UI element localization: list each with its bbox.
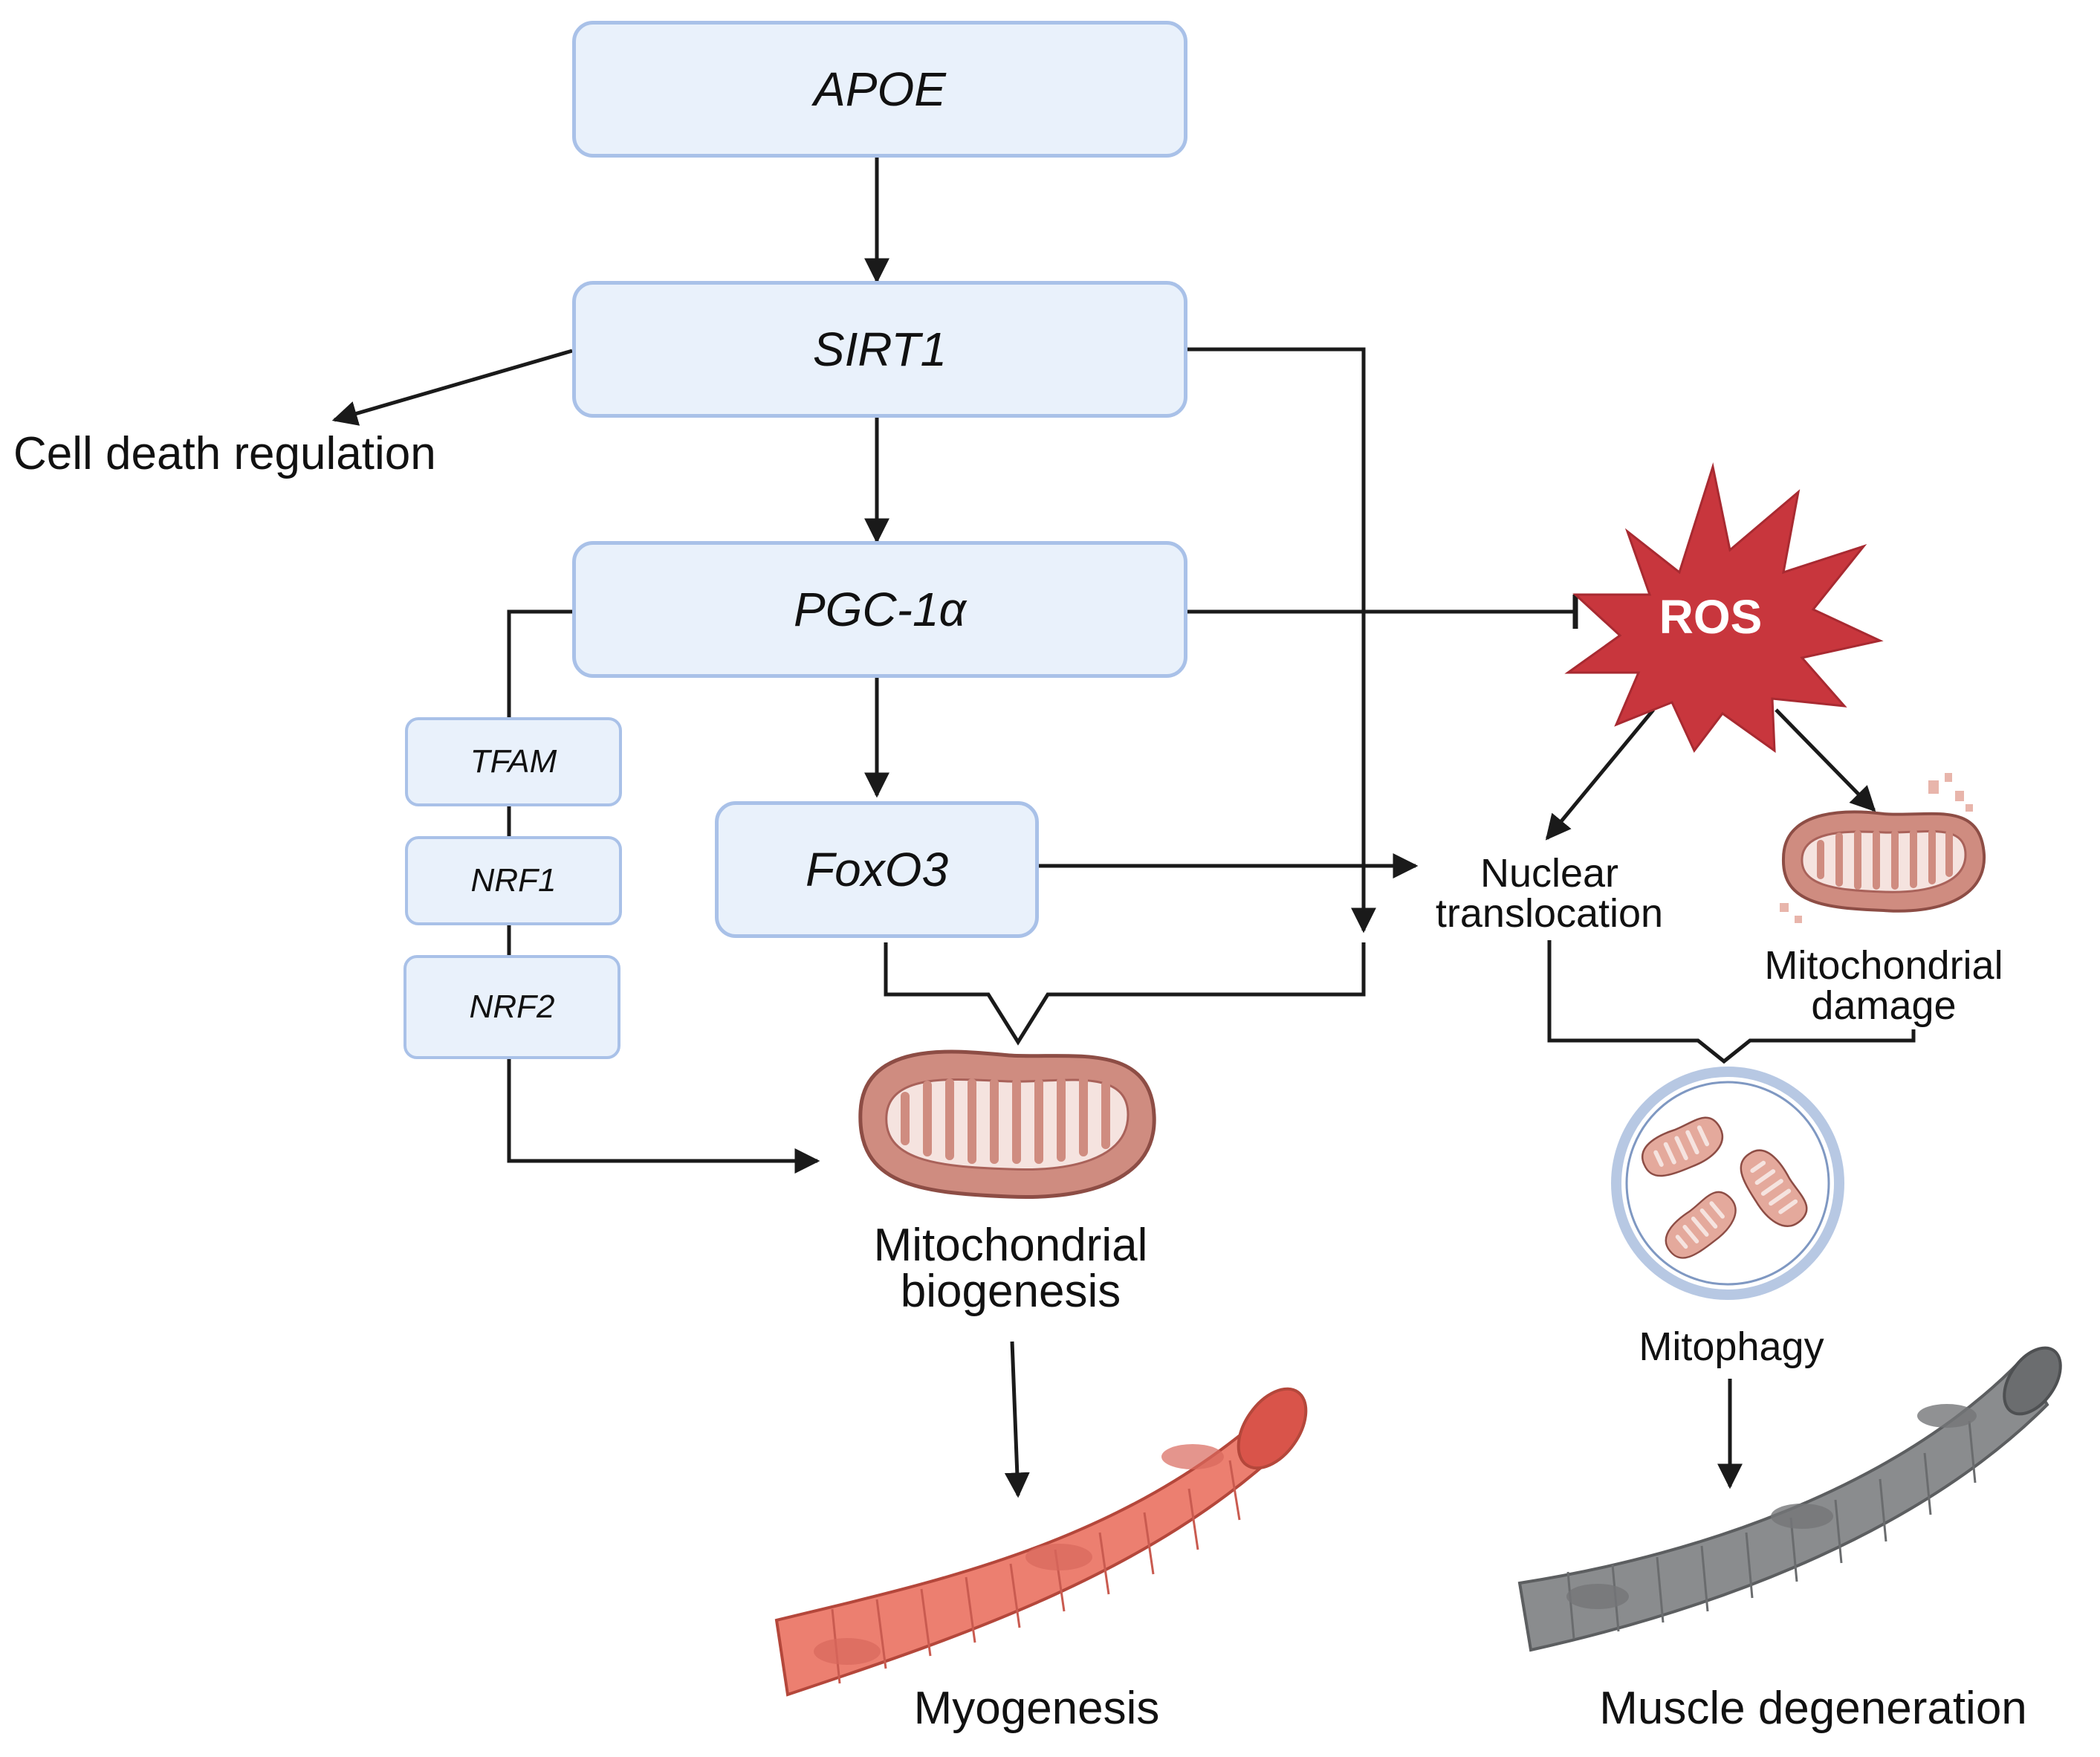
- arrow-sirt1-cell-death: [331, 349, 573, 426]
- node-apoe: APOE: [572, 21, 1187, 158]
- mitochondrion-damaged: [1780, 773, 1986, 923]
- node-nrf2: NRF2: [404, 955, 620, 1059]
- connectors: [331, 158, 1916, 1498]
- mitochondrion-healthy: [858, 1049, 1156, 1200]
- ros-label: ROS: [1659, 590, 1763, 644]
- arrow-sirt1-right-path: [1187, 347, 1376, 933]
- label-mitochondrial-biogenesis: Mitochondrial biogenesis: [825, 1223, 1196, 1315]
- label-nuclear-translocation: Nuclear translocation: [1397, 853, 1702, 933]
- label-muscle-degeneration: Muscle degeneration: [1599, 1683, 2027, 1734]
- label-mitochondrial-damage: Mitochondrial damage: [1728, 945, 2040, 1026]
- label-mitophagy: Mitophagy: [1639, 1324, 1824, 1369]
- node-sirt1: SIRT1: [572, 281, 1187, 418]
- label-cell-death-regulation: Cell death regulation: [13, 428, 436, 479]
- label-nuclear-line2: translocation: [1435, 891, 1664, 936]
- node-foxo3: FoxO3: [715, 801, 1039, 938]
- label-myogenesis: Myogenesis: [913, 1683, 1160, 1734]
- label-nuclear-line1: Nuclear: [1480, 851, 1619, 896]
- muscle-fiber-degenerated: [1517, 1346, 2062, 1652]
- autophagosome: [1611, 1067, 1844, 1300]
- label-mito-damage-line1: Mitochondrial: [1764, 943, 2003, 988]
- label-mito-bio-line1: Mitochondrial: [873, 1220, 1148, 1271]
- label-mito-damage-line2: damage: [1811, 983, 1957, 1028]
- node-nrf1: NRF1: [405, 836, 622, 925]
- node-pgc1a: PGC-1α: [572, 541, 1187, 678]
- arrow-ros-damage: [1775, 708, 1876, 812]
- ros-starburst: [1564, 462, 1884, 754]
- bracket-mitophagy: [1547, 940, 1916, 1064]
- label-mito-bio-line2: biogenesis: [900, 1266, 1121, 1317]
- arrow-ros-nuclear: [1545, 708, 1655, 841]
- node-tfam: TFAM: [405, 717, 622, 806]
- bracket-mito-biogenesis: [884, 942, 1366, 1046]
- muscle-fiber-healthy: [774, 1387, 1308, 1697]
- arrow-biogenesis-myogenesis: [1004, 1341, 1030, 1498]
